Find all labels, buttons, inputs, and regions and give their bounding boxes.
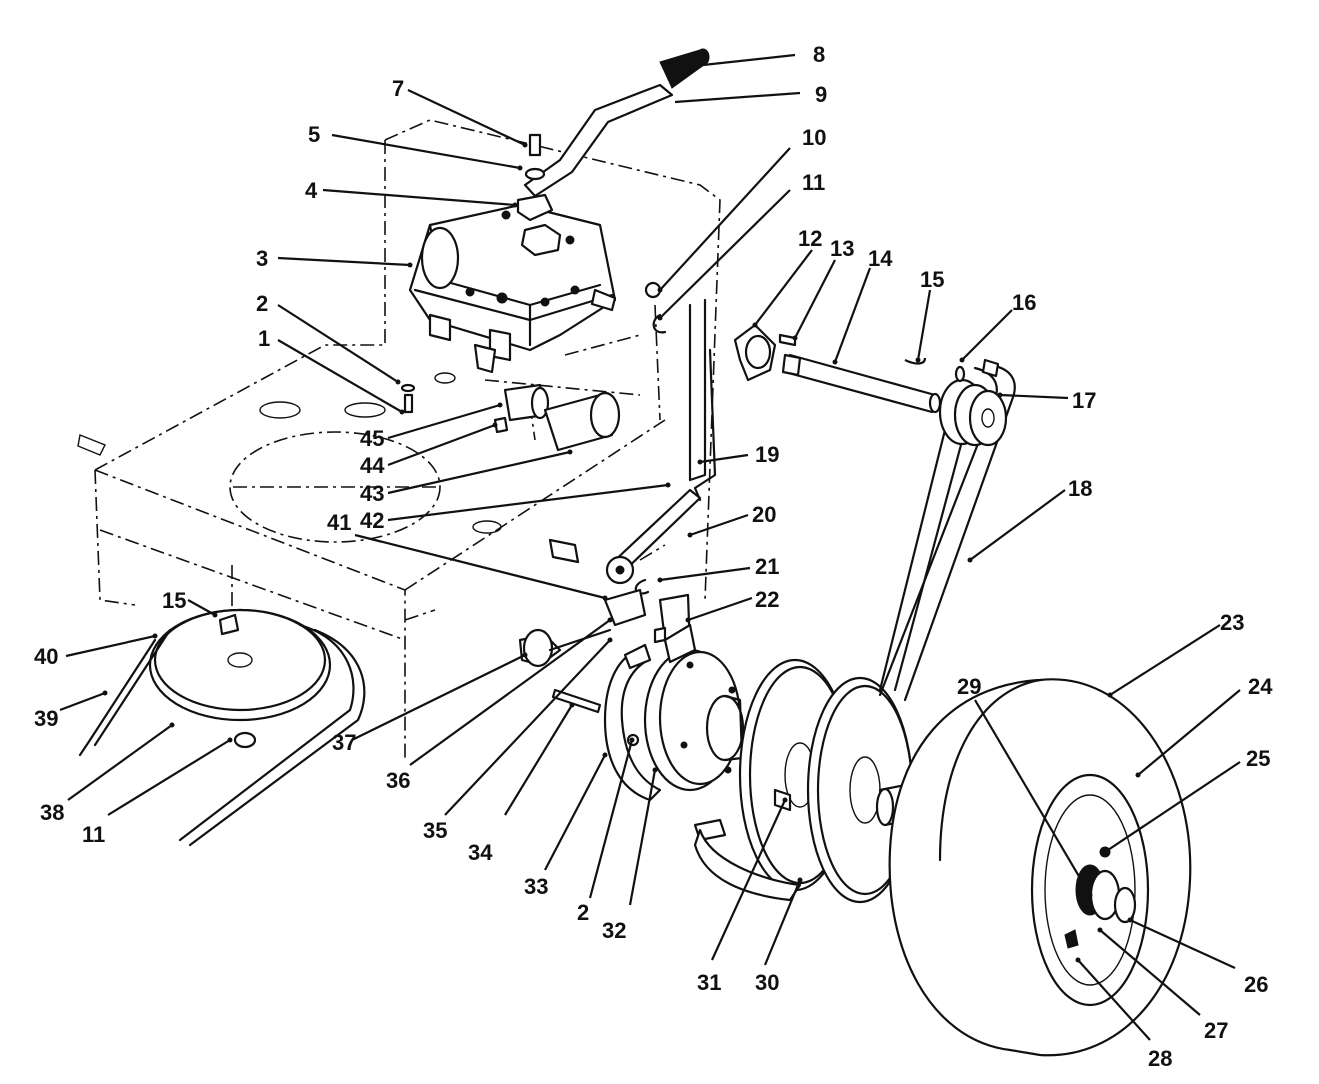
callout-12: 12 [798,226,822,251]
callout-17: 17 [1072,388,1096,413]
callout-41: 41 [327,510,351,535]
callout-45: 45 [360,426,384,451]
deck-frame [77,119,721,760]
leader-lines [59,53,1241,1041]
callout-3: 3 [256,246,268,271]
callout-36: 36 [386,768,410,793]
drive-hub [643,648,745,792]
callout-23: 23 [1220,610,1244,635]
callout-26: 26 [1244,972,1268,997]
callout-19: 19 [755,442,779,467]
wheel-tire [888,678,1192,1057]
drive-shaft [733,323,942,414]
callout-18: 18 [1068,476,1092,501]
callout-2-lower: 2 [577,900,589,925]
callout-31: 31 [697,970,721,995]
gearbox [408,203,617,374]
callout-labels: 1 2 3 4 5 7 8 9 10 11 12 13 14 15 16 17 … [34,42,1273,1071]
callout-21: 21 [755,554,779,579]
callout-34: 34 [468,840,493,865]
engine-pulley [938,358,1008,447]
callout-39: 39 [34,706,58,731]
support-bracket [548,298,717,595]
callout-38: 38 [40,800,64,825]
callout-22: 22 [755,587,779,612]
blade-pulley [78,608,366,847]
callout-32: 32 [602,918,626,943]
callout-37: 37 [332,730,356,755]
callout-1: 1 [258,326,270,351]
callout-25: 25 [1246,746,1270,771]
callout-15-lower: 15 [162,588,186,613]
callout-29: 29 [957,674,981,699]
callout-2: 2 [256,291,268,316]
callout-5: 5 [308,122,320,147]
coupling [493,383,621,452]
callout-24: 24 [1248,674,1273,699]
callout-9: 9 [815,82,827,107]
callout-10: 10 [802,125,826,150]
callout-44: 44 [360,453,385,478]
callout-28: 28 [1148,1046,1172,1071]
brake-band [603,643,662,802]
callout-8: 8 [813,42,825,67]
callout-13: 13 [830,236,854,261]
lever-hardware [516,133,667,334]
callout-15-top: 15 [920,267,944,292]
callout-33: 33 [524,874,548,899]
callout-40: 40 [34,644,58,669]
callout-11-top: 11 [802,170,825,195]
callout-42: 42 [360,508,384,533]
callout-14: 14 [868,246,893,271]
callout-16: 16 [1012,290,1036,315]
callout-20: 20 [752,502,776,527]
wheel-pulleys [693,658,914,904]
shift-lever [523,48,710,198]
callout-7: 7 [392,76,404,101]
callout-30: 30 [755,970,779,995]
callout-27: 27 [1204,1018,1228,1043]
callout-35: 35 [423,818,447,843]
small-hardware [400,383,697,747]
callout-43: 43 [360,481,384,506]
callout-11-lower: 11 [82,822,105,847]
callout-4: 4 [305,178,318,203]
